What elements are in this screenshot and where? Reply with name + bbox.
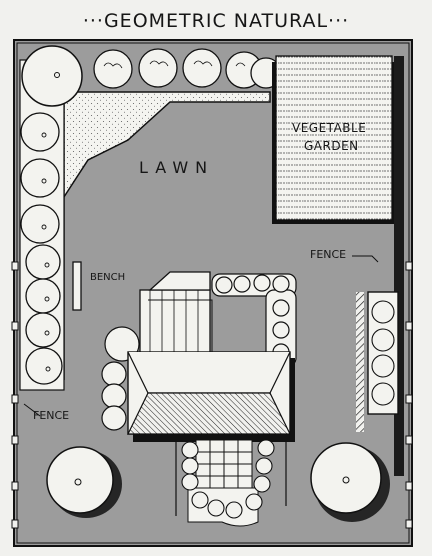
vegetable-garden-label-line2: GARDEN <box>304 139 359 153</box>
fence-label-right: FENCE <box>310 248 347 261</box>
fence-leader-right <box>352 255 379 263</box>
bench <box>72 261 82 311</box>
plan-title: ···GEOMETRIC NATURAL··· <box>82 10 350 32</box>
walkway-edges <box>175 440 287 516</box>
right-hedge-shadow <box>394 56 404 476</box>
tree-bottom-right-trunk <box>342 476 350 484</box>
fence-posts <box>11 261 413 529</box>
front-walkway <box>187 439 259 527</box>
corner-tree <box>21 45 83 107</box>
right-planter-shrubs <box>371 300 395 406</box>
lawn-label: LAWN <box>139 158 215 177</box>
left-shrub-column <box>20 112 63 385</box>
fence-label-left: FENCE <box>33 409 70 422</box>
house-roof <box>127 351 291 435</box>
fence-line <box>16 42 410 544</box>
tree-bottom-left-trunk <box>74 478 82 486</box>
fence-leader-left <box>23 403 41 417</box>
house-shrubs-left <box>101 326 140 431</box>
tree-bottom-right <box>310 442 382 514</box>
tree-trunk-mark <box>54 72 60 78</box>
top-shrub-detail <box>103 60 246 69</box>
groundcover-bed <box>61 91 271 203</box>
deck-shrub-border <box>211 273 297 367</box>
left-shrub-dots <box>41 132 51 372</box>
walkway-shrubs <box>181 439 275 519</box>
bench-label: BENCH <box>90 272 126 283</box>
vegetable-garden <box>275 55 393 221</box>
house-deck <box>139 271 213 361</box>
vegetable-garden-label-line1: VEGETABLE <box>292 121 367 135</box>
